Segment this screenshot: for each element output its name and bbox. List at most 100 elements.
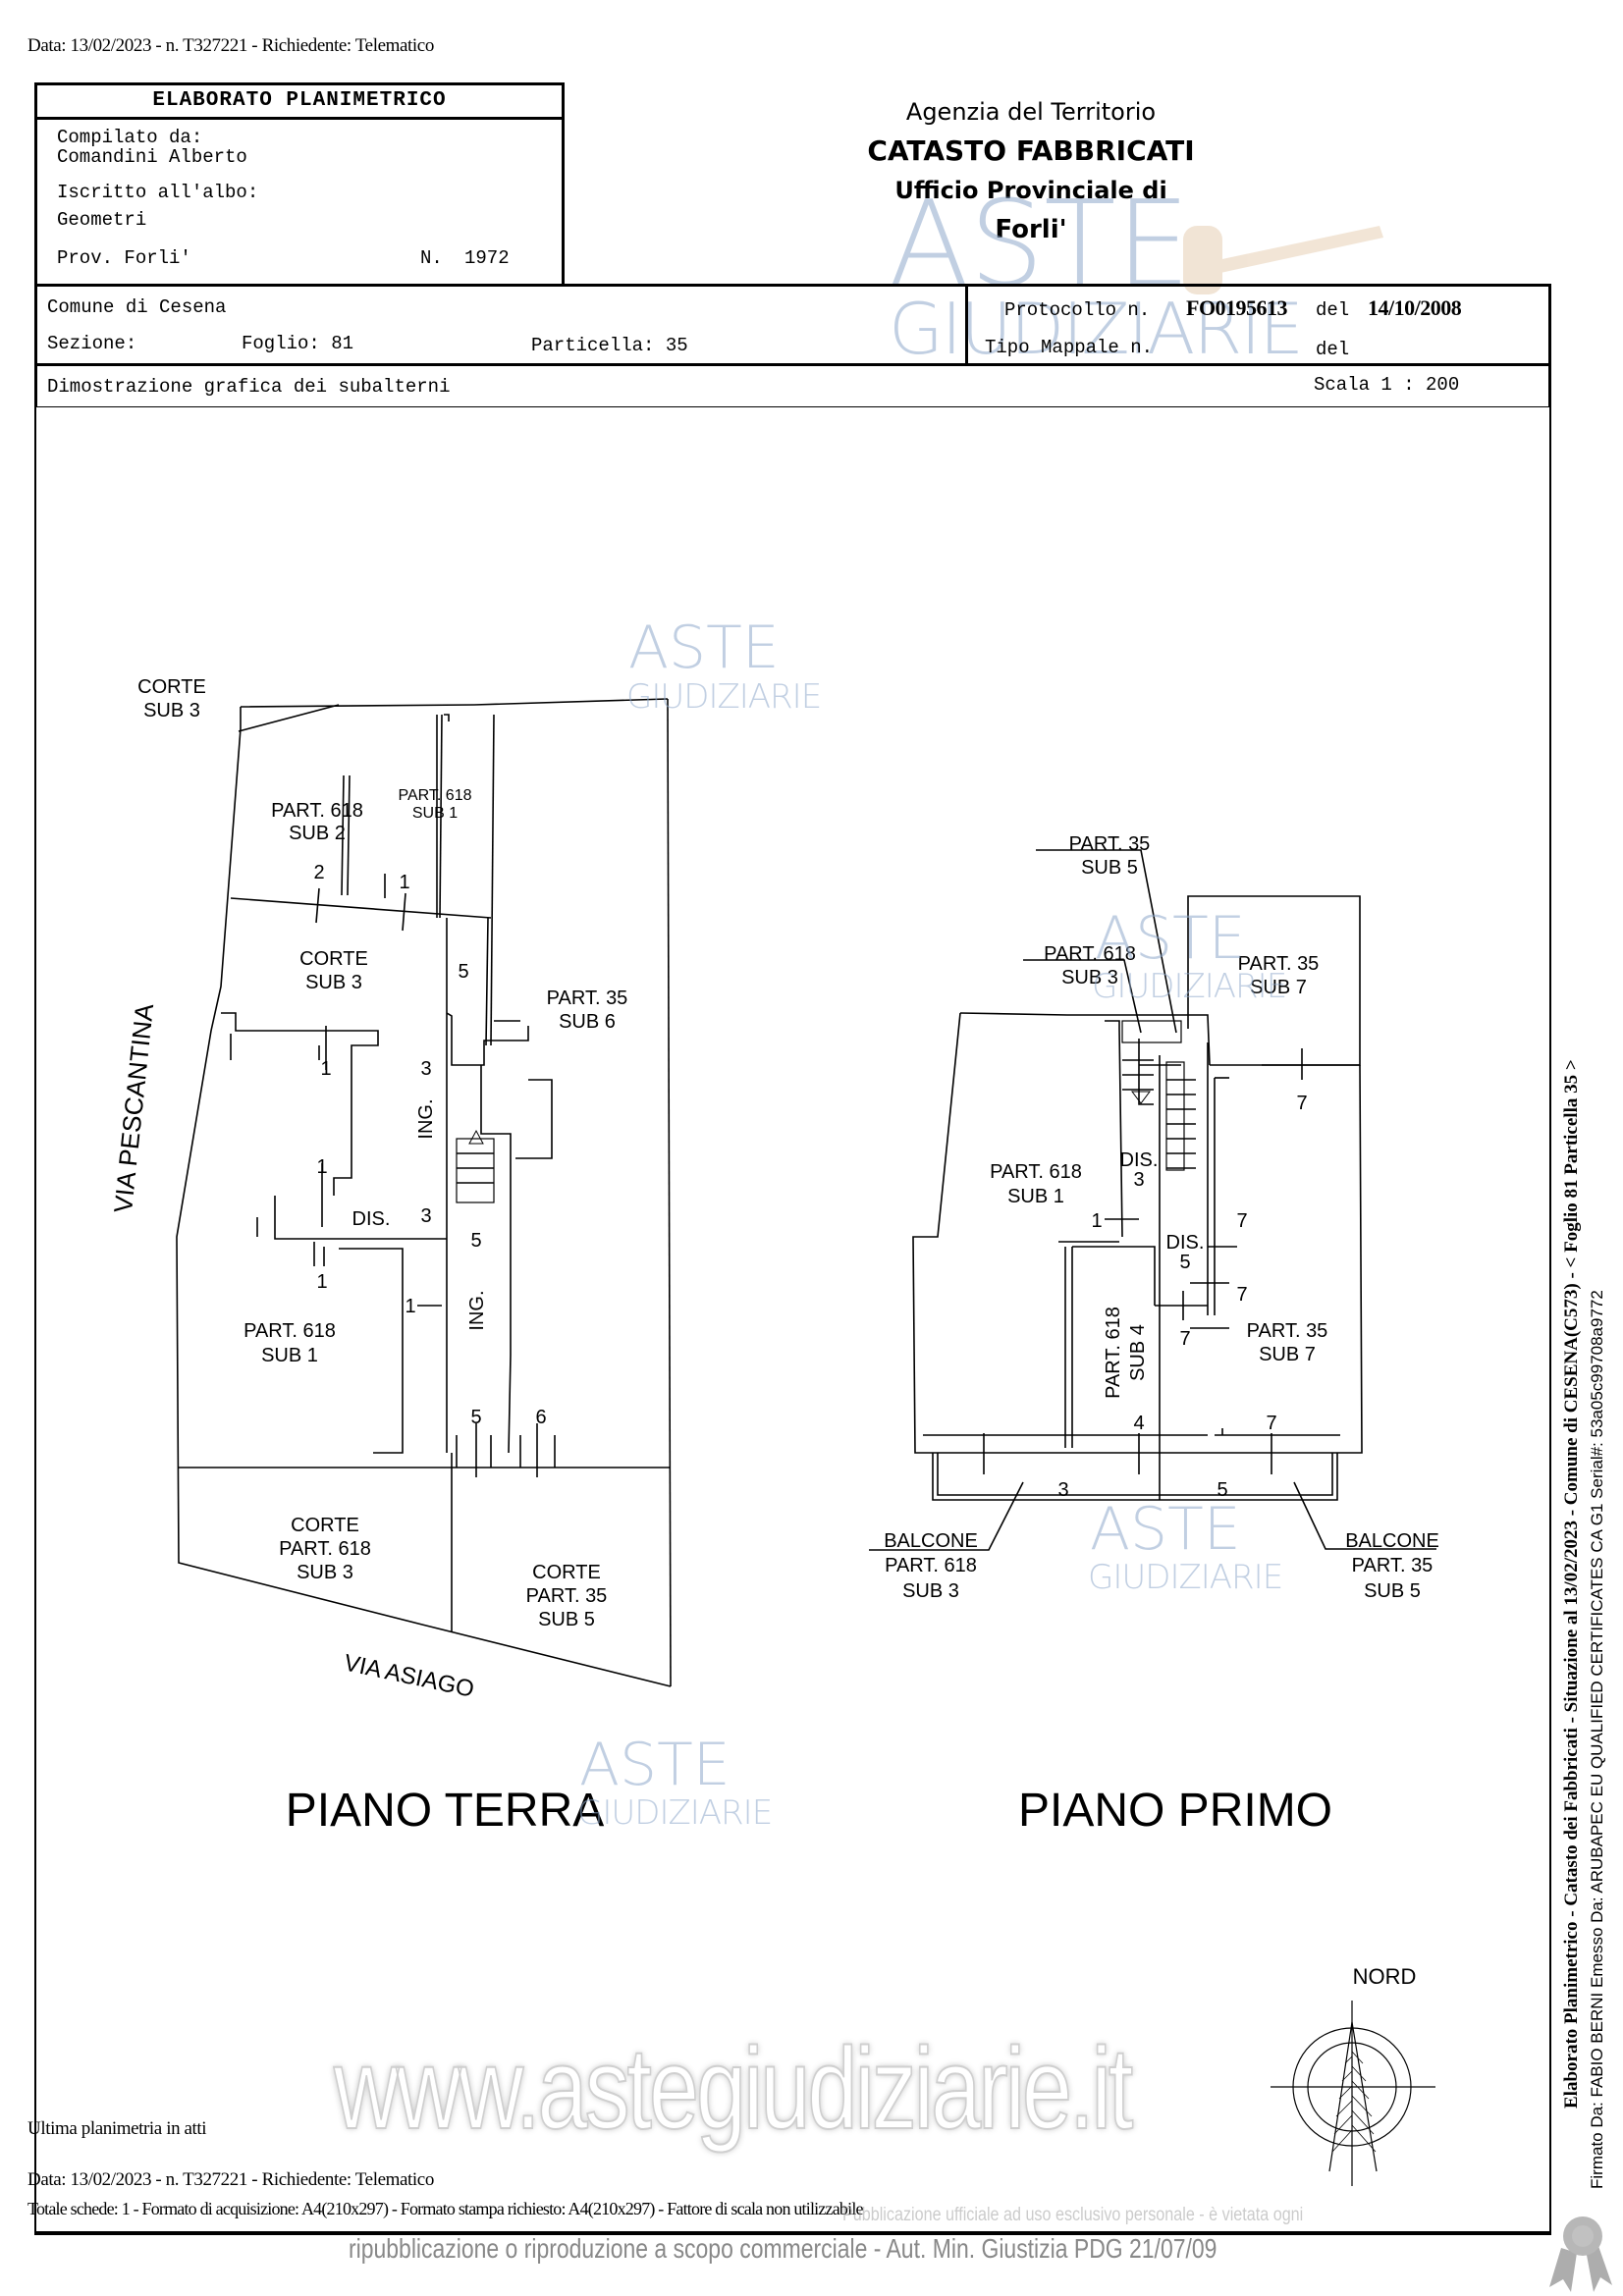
- svg-text:3: 3: [1057, 1479, 1068, 1501]
- svg-text:SUB 4: SUB 4: [1127, 1324, 1149, 1381]
- watermark-aste-4: ASTE: [579, 1731, 730, 1799]
- svg-text:CORTE: CORTE: [299, 948, 368, 970]
- svg-text:7: 7: [1266, 1413, 1276, 1434]
- svg-text:DIS.: DIS.: [352, 1208, 391, 1230]
- protocollo-date: 14/10/2008: [1368, 295, 1462, 320]
- province: Prov. Forli': [57, 247, 191, 269]
- registered: Geometri: [57, 209, 147, 231]
- comune: Comune di Cesena: [47, 296, 227, 318]
- svg-text:PART. 618: PART. 618: [271, 800, 363, 822]
- north-label: NORD: [1353, 1964, 1417, 1989]
- watermark-giudiziarie-top: GIUDIZIARIE: [889, 288, 1304, 370]
- svg-text:SUB 3: SUB 3: [902, 1580, 959, 1602]
- agency-office: Ufficio Provinciale di: [894, 177, 1167, 204]
- svg-text:ING.: ING.: [415, 1098, 437, 1139]
- svg-text:PIANO TERRA: PIANO TERRA: [286, 1785, 605, 1837]
- footer-request-line: Data: 13/02/2023 - n. T327221 - Richiede…: [27, 2169, 434, 2190]
- side-summary: Elaborato Planimetrico - Catasto dei Fab…: [1561, 1059, 1582, 2109]
- svg-text:SUB 6: SUB 6: [559, 1011, 616, 1033]
- watermark-site: www.astegiudiziarie.it: [333, 2023, 1134, 2155]
- svg-text:1: 1: [405, 1296, 415, 1317]
- agency-header: Agenzia del Territorio CATASTO FABBRICAT…: [825, 92, 1237, 249]
- svg-text:PART. 618: PART. 618: [885, 1555, 977, 1576]
- svg-text:PART. 35: PART. 35: [1352, 1555, 1434, 1576]
- watermark-aste-2: ASTE: [1095, 904, 1246, 973]
- svg-text:7: 7: [1236, 1210, 1247, 1232]
- document-title: ELABORATO PLANIMETRICO: [37, 85, 562, 120]
- svg-text:SUB 3: SUB 3: [1061, 967, 1118, 988]
- svg-text:BALCONE: BALCONE: [884, 1530, 978, 1552]
- svg-text:SUB 5: SUB 5: [1364, 1580, 1421, 1602]
- divider: [965, 287, 968, 363]
- svg-text:PART. 618: PART. 618: [243, 1320, 336, 1342]
- svg-text:1: 1: [320, 1058, 331, 1080]
- svg-text:7: 7: [1236, 1284, 1247, 1306]
- svg-text:CORTE: CORTE: [137, 676, 206, 698]
- svg-text:SUB 1: SUB 1: [261, 1345, 318, 1366]
- section-title: Dimostrazione grafica dei subalterni: [47, 376, 451, 398]
- legal-notice: ripubblicazione o riproduzione a scopo c…: [349, 2233, 1217, 2264]
- svg-text:3: 3: [1133, 1169, 1144, 1191]
- side-signature: Firmato Da: FABIO BERNI Emesso Da: ARUBA…: [1588, 1290, 1606, 2189]
- registration-number: 1972: [464, 247, 510, 269]
- svg-text:PART. 618: PART. 618: [279, 1538, 371, 1560]
- svg-text:1: 1: [1091, 1210, 1102, 1232]
- svg-text:SUB 3: SUB 3: [305, 972, 362, 993]
- svg-text:CORTE: CORTE: [291, 1515, 359, 1536]
- compiled-by-label: Compilato da:: [57, 127, 203, 148]
- title-block: ELABORATO PLANIMETRICO Compilato da: Com…: [34, 82, 565, 287]
- svg-text:6: 6: [535, 1407, 546, 1428]
- svg-text:SUB 7: SUB 7: [1250, 977, 1307, 998]
- foglio: Foglio: 81: [242, 333, 354, 354]
- svg-text:VIA ASIAGO: VIA ASIAGO: [342, 1649, 476, 1702]
- svg-text:SUB 2: SUB 2: [289, 823, 346, 844]
- svg-text:1: 1: [316, 1271, 327, 1293]
- svg-text:VIA PESCANTINA: VIA PESCANTINA: [108, 1002, 159, 1214]
- svg-text:PIANO PRIMO: PIANO PRIMO: [1018, 1785, 1332, 1837]
- svg-text:5: 5: [470, 1407, 481, 1428]
- section-row: Dimostrazione grafica dei subalterni Sca…: [34, 363, 1551, 407]
- watermark-giudiziarie-1: GIUDIZIARIE: [626, 677, 822, 717]
- ground-floor-labels: CORTE SUB 3 PART. 618 SUB 2 PART. 618 SU…: [108, 676, 627, 1837]
- svg-text:PART. 35: PART. 35: [526, 1585, 608, 1607]
- legal-overlay: Pubblicazione ufficiale ad uso esclusivo…: [842, 2205, 1304, 2225]
- svg-text:SUB 5: SUB 5: [538, 1609, 595, 1630]
- svg-text:3: 3: [420, 1058, 431, 1080]
- svg-text:SUB 5: SUB 5: [1081, 857, 1138, 879]
- svg-text:5: 5: [470, 1230, 481, 1252]
- watermark-aste-1: ASTE: [628, 614, 780, 682]
- agency-city: Forli': [995, 215, 1067, 244]
- watermark-giudiziarie-3: GIUDIZIARIE: [1088, 1558, 1283, 1597]
- svg-text:SUB 1: SUB 1: [412, 805, 458, 822]
- svg-text:PART. 35: PART. 35: [1247, 1320, 1328, 1342]
- svg-text:PART. 618: PART. 618: [398, 787, 471, 804]
- svg-text:5: 5: [1217, 1479, 1227, 1501]
- north-arrow-icon: [1271, 2001, 1435, 2186]
- watermark-giudiziarie-2: GIUDIZIARIE: [1092, 967, 1287, 1006]
- number-label: N.: [420, 247, 443, 269]
- svg-text:PART. 618: PART. 618: [1044, 943, 1136, 965]
- svg-text:PART. 35: PART. 35: [1238, 953, 1320, 975]
- protocollo-label: Protocollo n.: [1004, 299, 1151, 321]
- svg-text:DIS.: DIS.: [1166, 1232, 1205, 1254]
- svg-text:SUB 3: SUB 3: [297, 1562, 353, 1583]
- svg-text:1: 1: [316, 1156, 327, 1178]
- svg-text:PART. 618: PART. 618: [990, 1161, 1082, 1183]
- compiled-by: Comandini Alberto: [57, 146, 247, 168]
- first-floor-drawing: [869, 849, 1436, 1551]
- svg-text:2: 2: [313, 862, 324, 883]
- tipo-mappale-label: Tipo Mappale n.: [985, 337, 1154, 358]
- svg-text:BALCONE: BALCONE: [1345, 1530, 1439, 1552]
- watermark-giudiziarie-4: GIUDIZIARIE: [577, 1793, 773, 1833]
- svg-text:3: 3: [420, 1205, 431, 1227]
- svg-text:7: 7: [1296, 1093, 1307, 1114]
- protocollo-number: FO0195613: [1186, 295, 1288, 320]
- protocollo-del-label: del: [1316, 299, 1350, 321]
- agency-catasto: CATASTO FABBRICATI: [867, 134, 1195, 167]
- certificate-seal-icon: [1549, 2216, 1612, 2292]
- gavel-icon: [1183, 226, 1383, 294]
- svg-text:7: 7: [1179, 1328, 1190, 1350]
- svg-text:DIS.: DIS.: [1120, 1149, 1159, 1171]
- first-floor-labels: PART. 35 SUB 5 PART. 618 SUB 3 PART. 35 …: [884, 833, 1439, 1837]
